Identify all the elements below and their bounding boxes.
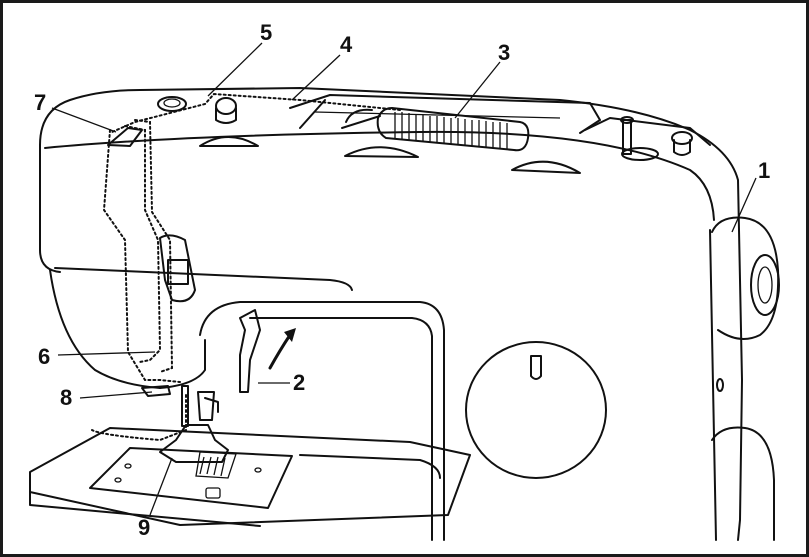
- callout-3: 3: [498, 40, 510, 65]
- callout-numbers: 1 2 3 4 5 6 7 8 9: [34, 20, 770, 540]
- handwheel: [711, 216, 780, 541]
- callout-9: 9: [138, 515, 150, 540]
- callout-8: 8: [60, 385, 72, 410]
- presser-lift-arrow-icon: [268, 328, 296, 370]
- machine-body: [39, 87, 743, 541]
- stitch-dial: [465, 341, 607, 479]
- leader-lines: [51, 42, 757, 516]
- spool-pins: [620, 116, 693, 161]
- callout-6: 6: [38, 344, 50, 369]
- needle-area: [141, 309, 261, 463]
- callout-7: 7: [34, 90, 46, 115]
- callout-2: 2: [293, 370, 305, 395]
- needle-plate: [29, 427, 471, 527]
- callout-1: 1: [758, 158, 770, 183]
- callout-4: 4: [340, 32, 353, 57]
- thread-path: [91, 92, 401, 442]
- callout-5: 5: [260, 20, 272, 45]
